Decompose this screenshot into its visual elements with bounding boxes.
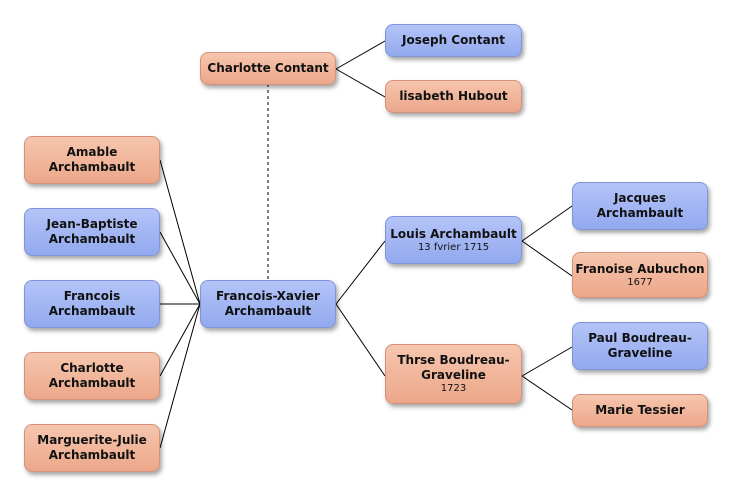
- node-name: Jacques Archambault: [596, 191, 684, 220]
- node-francois-archambault[interactable]: Francois Archambault: [24, 280, 160, 328]
- node-name: Francois-Xavier Archambault: [216, 289, 320, 318]
- node-name: Thrse Boudreau-Graveline: [397, 353, 510, 382]
- node-marguerite-julie-archambault[interactable]: Marguerite-Julie Archambault: [24, 424, 160, 472]
- node-name: Paul Boudreau-Graveline: [588, 331, 692, 360]
- node-therese-boudreau-graveline[interactable]: Thrse Boudreau-Graveline 1723: [385, 344, 522, 404]
- node-date: 13 fvrier 1715: [417, 241, 490, 253]
- node-francois-xavier-archambault[interactable]: Francois-Xavier Archambault: [200, 280, 336, 328]
- node-lisabeth-hubout[interactable]: lisabeth Hubout: [385, 80, 522, 113]
- node-name: Francois Archambault: [48, 289, 136, 318]
- node-name: Louis Archambault: [390, 226, 517, 241]
- node-charlotte-contant[interactable]: Charlotte Contant: [200, 52, 336, 85]
- node-louis-archambault[interactable]: Louis Archambault 13 fvrier 1715: [385, 216, 522, 264]
- node-marie-tessier[interactable]: Marie Tessier: [572, 394, 708, 427]
- node-date: 1677: [627, 276, 653, 288]
- node-name: Charlotte Archambault: [48, 361, 136, 390]
- node-charlotte-archambault[interactable]: Charlotte Archambault: [24, 352, 160, 400]
- node-name: Joseph Contant: [401, 33, 505, 47]
- node-date: 1723: [440, 383, 467, 394]
- node-jean-baptiste-archambault[interactable]: Jean-Baptiste Archambault: [24, 208, 160, 256]
- node-name: Amable Archambault: [48, 145, 136, 174]
- node-name: lisabeth Hubout: [399, 89, 508, 103]
- node-name: Charlotte Contant: [207, 61, 329, 75]
- node-paul-boudreau-graveline[interactable]: Paul Boudreau-Graveline: [572, 322, 708, 370]
- node-jacques-archambault[interactable]: Jacques Archambault: [572, 182, 708, 230]
- node-name: Marie Tessier: [595, 403, 685, 417]
- node-francoise-aubuchon[interactable]: Franoise Aubuchon 1677: [572, 252, 708, 298]
- node-name: Marguerite-Julie Archambault: [37, 433, 147, 462]
- node-name: Jean-Baptiste Archambault: [46, 217, 138, 246]
- node-joseph-contant[interactable]: Joseph Contant: [385, 24, 522, 57]
- node-amable-archambault[interactable]: Amable Archambault: [24, 136, 160, 184]
- node-name: Franoise Aubuchon: [575, 261, 705, 276]
